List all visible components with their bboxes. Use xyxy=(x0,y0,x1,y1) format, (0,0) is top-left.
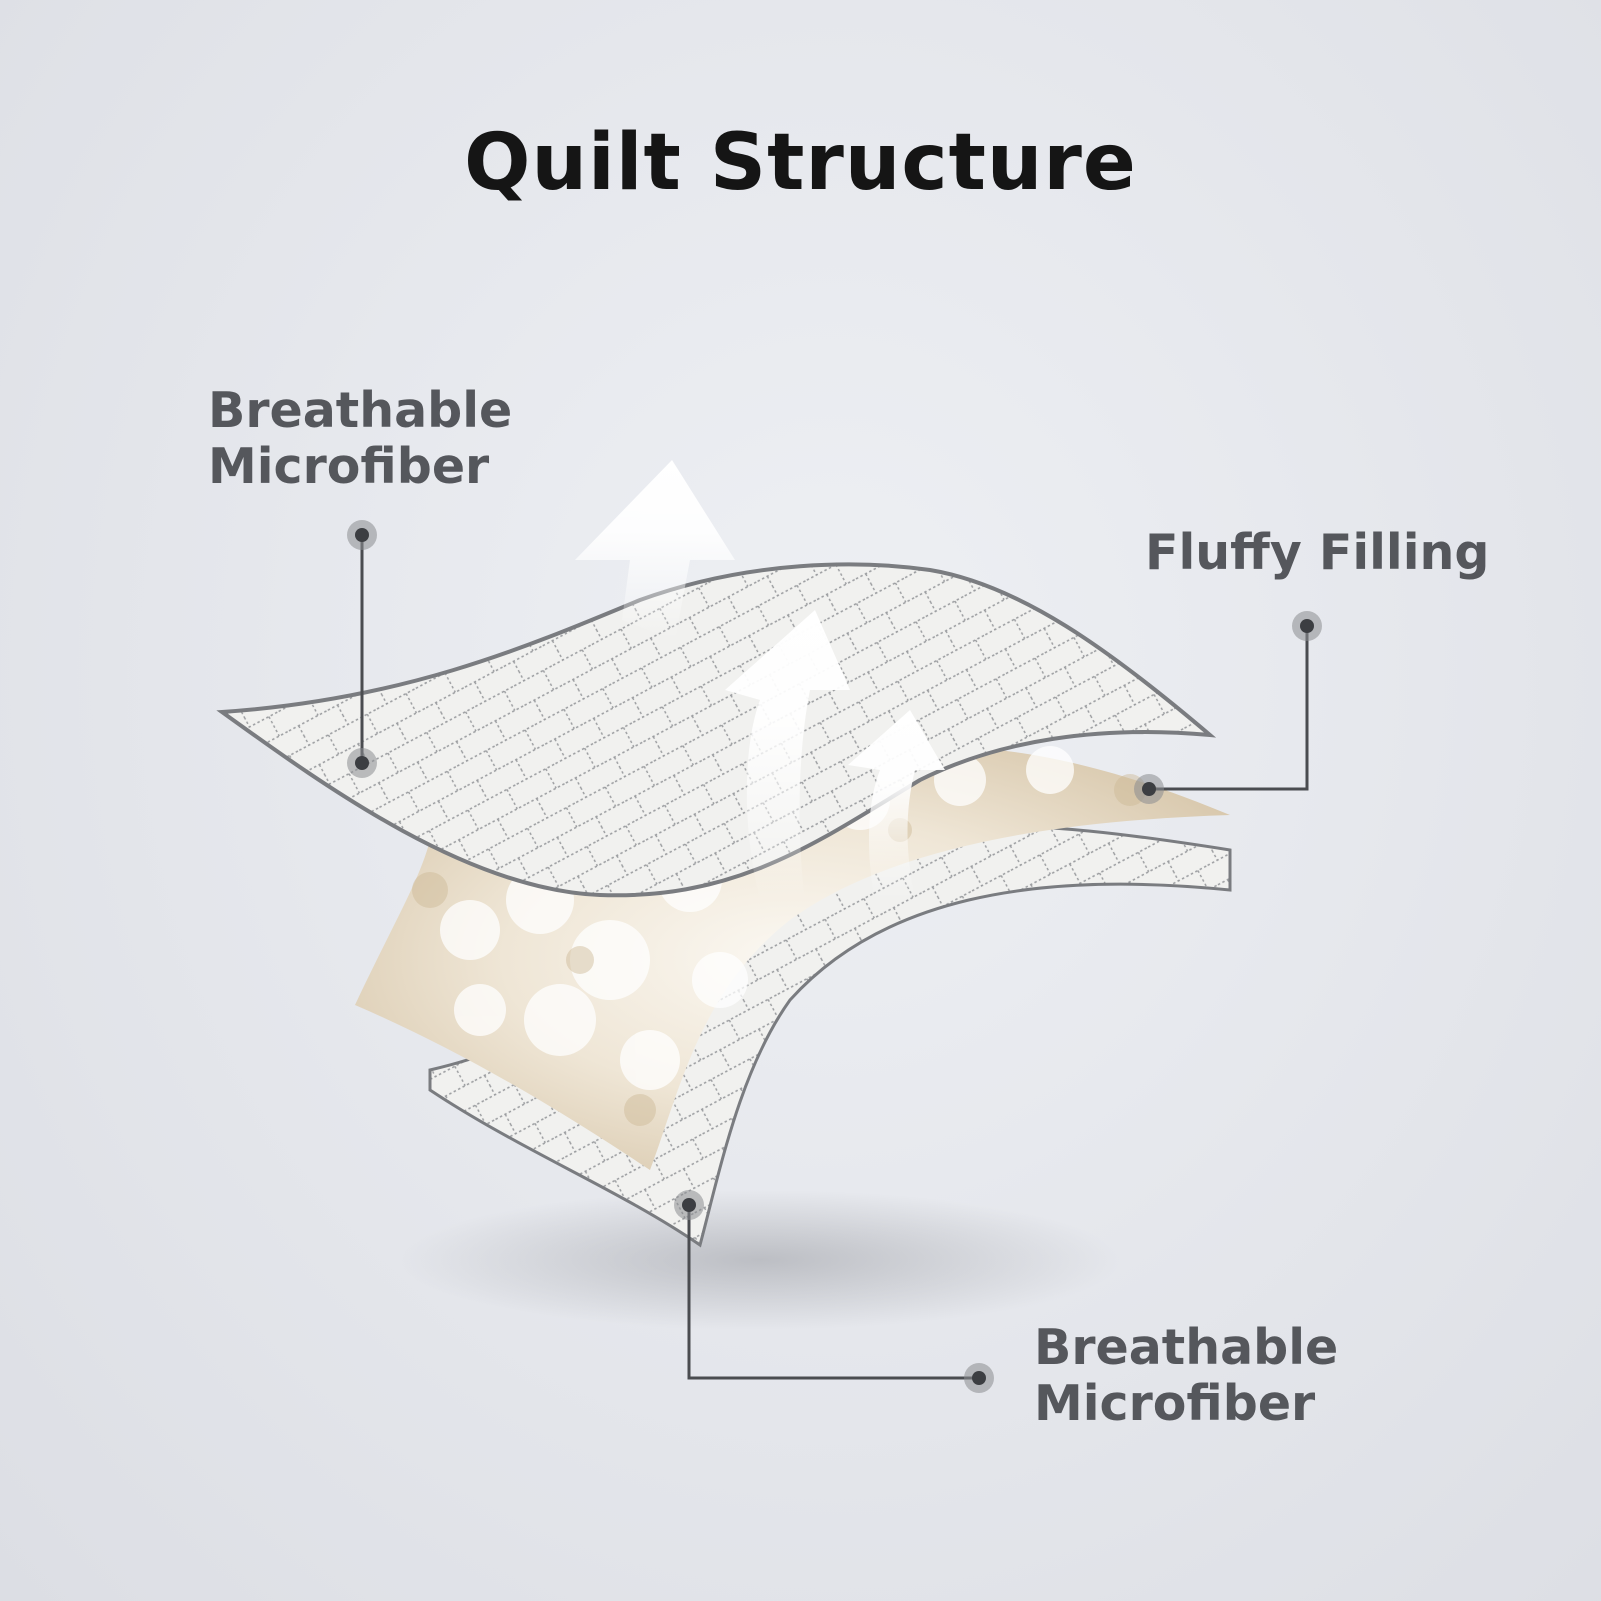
airflow-arrow-center xyxy=(725,610,850,900)
bottom-layer-label-line2: Microfiber xyxy=(1034,1375,1316,1432)
airflow-arrow-right xyxy=(848,710,945,900)
bottom-layer-callout xyxy=(674,1190,994,1393)
top-layer-label: Breathable Microfiber xyxy=(208,383,512,495)
diagram-title: Quilt Structure xyxy=(464,118,1137,208)
airflow-arrow-left xyxy=(575,460,735,640)
filling-callout xyxy=(1134,611,1322,804)
bottom-layer-label-line1: Breathable xyxy=(1034,1319,1339,1376)
top-layer-callout xyxy=(347,520,377,778)
ground-shadow xyxy=(400,1190,1120,1330)
filling-label: Fluffy Filling xyxy=(1145,525,1489,581)
top-layer-label-line2: Microfiber xyxy=(208,438,490,495)
filling-label-text: Fluffy Filling xyxy=(1145,524,1490,581)
top-layer-label-line1: Breathable xyxy=(208,382,513,439)
bottom-layer-label: Breathable Microfiber xyxy=(1034,1320,1338,1432)
